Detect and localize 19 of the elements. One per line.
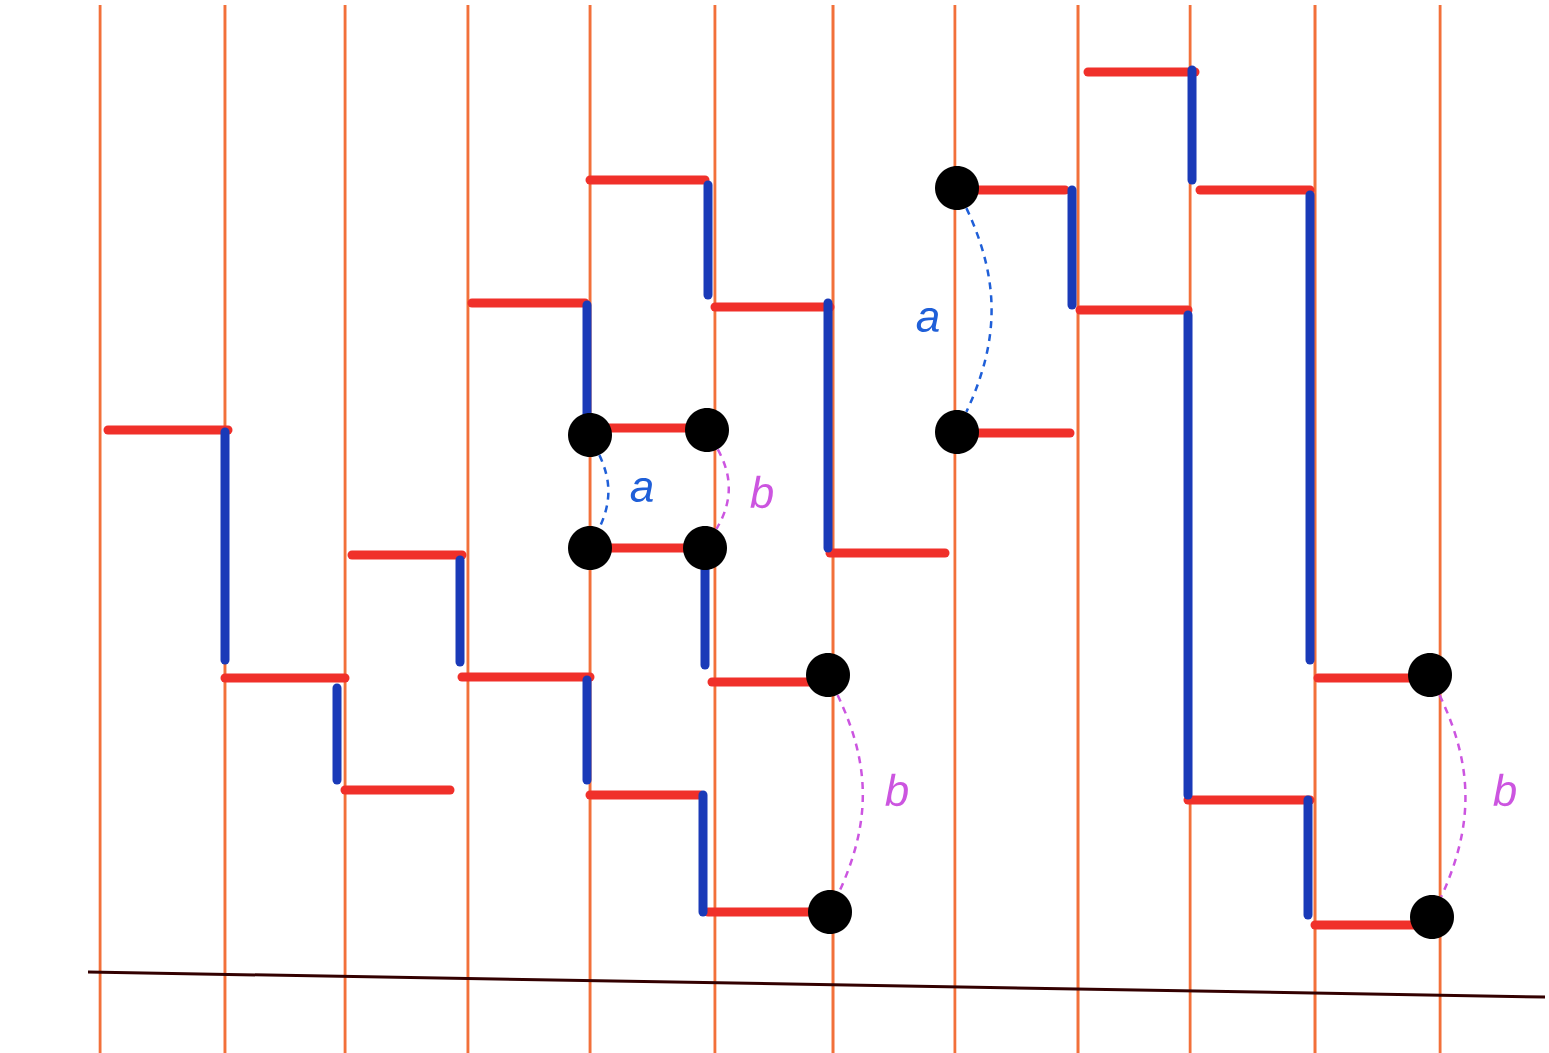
edge-label: b — [1493, 773, 1516, 807]
edge-label: b — [750, 475, 773, 509]
dashed-connector — [715, 448, 731, 530]
dot — [1410, 895, 1454, 939]
dot — [808, 890, 852, 934]
dot — [806, 653, 850, 697]
dot — [935, 166, 979, 210]
dashed-connector — [965, 207, 993, 413]
dashed-connector — [1438, 694, 1467, 898]
dot — [685, 408, 729, 452]
dot — [935, 410, 979, 454]
dot — [683, 526, 727, 570]
edge-label: a — [630, 477, 653, 503]
edge-label: b — [885, 773, 908, 807]
dot — [568, 413, 612, 457]
edge-label: a — [916, 307, 939, 333]
dot — [1408, 653, 1452, 697]
dot — [568, 526, 612, 570]
dashed-connector — [836, 694, 864, 893]
